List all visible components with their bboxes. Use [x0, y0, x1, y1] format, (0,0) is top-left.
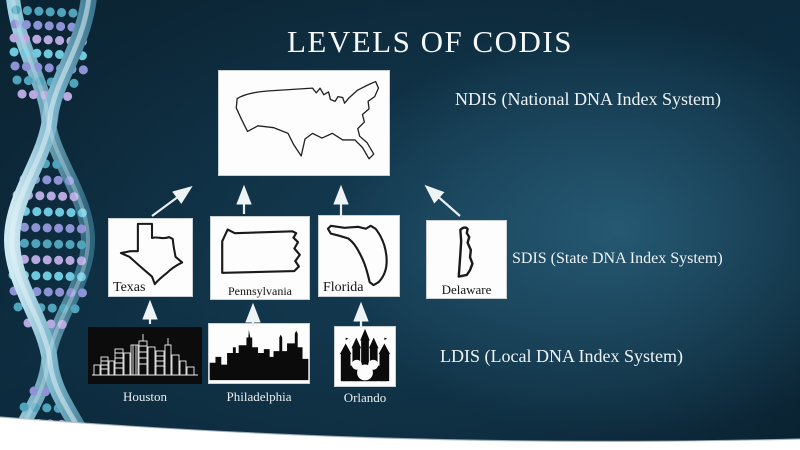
city-image-orlando [334, 326, 396, 387]
pennsylvania-outline-icon [221, 228, 301, 274]
dna-helix-image [0, 0, 104, 450]
us-outline-icon [235, 80, 380, 160]
ldis-level-label: LDIS (Local DNA Index System) [440, 346, 683, 366]
dna-helix-icon [3, 0, 98, 450]
orlando-castle-icon [339, 328, 391, 382]
city-label-orlando: Orlando [343, 390, 387, 405]
texas-outline-icon [119, 222, 184, 286]
us-map-box [218, 70, 390, 176]
city-image-philadelphia [208, 323, 310, 384]
bottom-swoosh [0, 416, 800, 450]
slide-title: LEVELS OF CODIS [286, 24, 573, 59]
state-label-texas: Texas [113, 279, 146, 295]
city-label-philadelphia: Philadelphia [226, 389, 292, 404]
city-label-houston: Houston [122, 389, 168, 404]
sdis-level-label: SDIS (State DNA Index System) [512, 250, 723, 267]
ndis-level-label: NDIS (National DNA Index System) [455, 89, 721, 109]
state-map-florida: Florida [318, 215, 400, 297]
state-label-delaware: Delaware [441, 281, 492, 297]
state-map-texas: Texas [108, 218, 193, 297]
delaware-outline-icon [457, 226, 474, 278]
state-map-pennsylvania: Pennsylvania [210, 216, 310, 300]
arrow-texas-to-ndis [151, 186, 193, 217]
arrow-delaware-to-ndis [424, 184, 461, 217]
state-label-florida: Florida [323, 279, 364, 295]
florida-outline-icon [326, 224, 388, 287]
city-image-houston [88, 327, 202, 384]
houston-skyline-icon [92, 334, 198, 376]
state-label-pennsylvania: Pennsylvania [228, 283, 292, 298]
state-map-delaware: Delaware [426, 220, 507, 299]
philadelphia-skyline-icon [209, 329, 309, 381]
